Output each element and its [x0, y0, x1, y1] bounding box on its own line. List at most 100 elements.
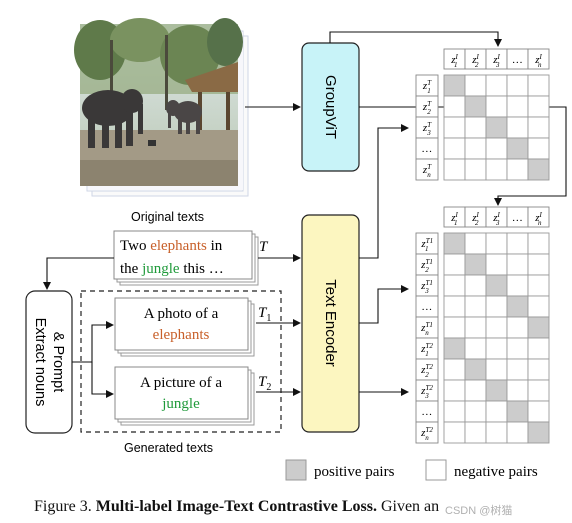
negative-pair-cell: [485, 316, 508, 339]
text-encoder-label: Text Encoder: [322, 279, 339, 367]
negative-pair-cell: [464, 137, 487, 160]
negative-pair-cell: [485, 421, 508, 444]
negative-pair-cell: [527, 137, 550, 160]
negative-pair-cell: [443, 379, 466, 402]
positive-pair-cell: [527, 316, 550, 339]
negative-pair-cell: [464, 400, 487, 423]
negative-pair-cell: [527, 337, 550, 360]
negative-pair-cell: [443, 95, 466, 118]
extract-nouns-label-2: & Prompt: [50, 332, 66, 392]
connectors: [43, 31, 567, 398]
negative-pair-cell: [527, 116, 550, 139]
negative-pair-cell: [464, 274, 487, 297]
caption-suffix: Given an: [376, 498, 440, 515]
negative-pair-cell: [443, 274, 466, 297]
legend: positive pairs negative pairs: [285, 459, 538, 481]
extract-nouns-label-1: Extract nouns: [32, 318, 48, 407]
image-embedding-header-box: [527, 206, 550, 228]
negative-pair-cell: [506, 421, 529, 444]
watermark: CSDN @树猫: [445, 505, 513, 517]
negative-pair-cell: [485, 232, 508, 255]
negative-pair-cell: [443, 421, 466, 444]
negative-pair-cell: [443, 253, 466, 276]
negative-pair-cell: [443, 137, 466, 160]
positive-pair-cell: [506, 137, 529, 160]
prompt-1-line2: elephants: [153, 327, 210, 343]
negative-pair-cell: [506, 337, 529, 360]
prompt-card-1: A photo of a elephants: [114, 297, 255, 357]
negative-pair-cell: [443, 358, 466, 381]
negative-pair-cell: [527, 358, 550, 381]
t1-label: T1: [258, 305, 271, 324]
image-embedding-header: …: [513, 212, 523, 224]
negative-pair-cell: [527, 379, 550, 402]
positive-pair-cell: [527, 158, 550, 181]
positive-pair-cell: [506, 400, 529, 423]
negative-pair-cell: [464, 379, 487, 402]
negative-pair-cell: [443, 158, 466, 181]
negative-pair-cell: [506, 358, 529, 381]
text-embedding-header-box: [415, 421, 439, 444]
negative-pair-cell: [506, 316, 529, 339]
caption-prefix: Figure 3.: [34, 498, 96, 515]
positive-pair-cell: [443, 74, 466, 97]
negative-pair-cell: [464, 421, 487, 444]
prompt-2-line2: jungle: [161, 396, 200, 412]
positive-pair-cell: [485, 274, 508, 297]
negative-pair-cell: [506, 379, 529, 402]
generated-texts-label: Generated texts: [124, 441, 213, 455]
negative-pair-cell: [443, 295, 466, 318]
prompt-1-line1: A photo of a: [144, 306, 219, 322]
negative-pair-cell: [527, 232, 550, 255]
negative-pair-cell: [527, 400, 550, 423]
negative-pair-cell: [485, 95, 508, 118]
prompt-2-line1: A picture of a: [140, 375, 222, 391]
negative-pair-cell: [485, 295, 508, 318]
negative-pair-cell: [506, 232, 529, 255]
positive-pairs-label: positive pairs: [314, 464, 395, 480]
caption-title: Multi-label Image-Text Contrastive Loss.: [95, 498, 377, 515]
text-embedding-header-box: [415, 158, 439, 181]
negative-pair-cell: [485, 358, 508, 381]
negative-pairs-swatch: [425, 459, 447, 481]
negative-pair-cell: [485, 253, 508, 276]
text-embedding-header: …: [422, 143, 432, 155]
positive-pair-cell: [464, 95, 487, 118]
image-stack: [74, 18, 249, 197]
text-encoder-box: Text Encoder: [301, 214, 360, 433]
groupvit-box: GroupViT: [301, 42, 360, 172]
original-text-line1: Two elephants in: [120, 238, 223, 254]
text-embedding-header: …: [422, 301, 432, 313]
figure-caption: Figure 3. Multi-label Image-Text Contras…: [0, 492, 572, 523]
negative-pairs-label: negative pairs: [454, 464, 538, 480]
positive-pair-cell: [443, 232, 466, 255]
negative-pair-cell: [485, 400, 508, 423]
negative-pair-cell: [506, 274, 529, 297]
original-texts-label: Original texts: [131, 210, 204, 224]
negative-pair-cell: [443, 316, 466, 339]
negative-pair-cell: [527, 295, 550, 318]
text-embedding-header: …: [422, 406, 432, 418]
prompt-card-2: A picture of a jungle: [114, 366, 255, 426]
elephant-photo: [74, 18, 243, 186]
image-embedding-header: …: [513, 54, 523, 66]
negative-pair-cell: [527, 74, 550, 97]
negative-pair-cell: [506, 95, 529, 118]
negative-pair-cell: [485, 137, 508, 160]
